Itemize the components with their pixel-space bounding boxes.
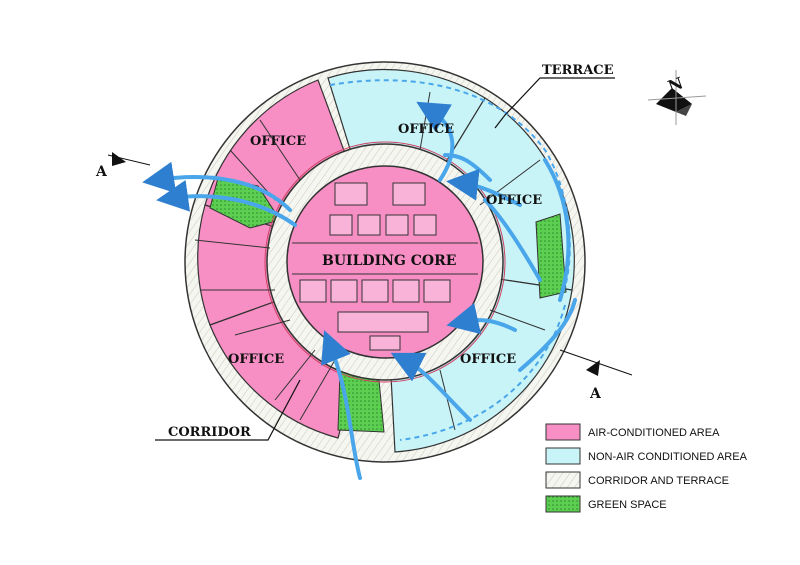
airflow-dashed [329,79,571,441]
legend-swatch [545,495,581,513]
building-core-label: BUILDING CORE [322,253,456,269]
legend-label: AIR-CONDITIONED AREA [588,427,720,439]
core-rooms [299,182,451,351]
terrace-label: TERRACE [542,63,614,78]
office-label-northwest: OFFICE [250,134,306,149]
building-core [286,165,484,359]
legend-label: GREEN SPACE [588,499,667,511]
section-mark-label: A [589,386,602,402]
legend-item: AIR-CONDITIONED AREA [545,423,720,441]
legend-item: NON-AIR CONDITIONED AREA [545,447,748,465]
legend-item: GREEN SPACE [545,495,667,513]
airflow-arrow [416,101,455,182]
airflow-arrow [321,330,362,480]
section-mark-label: A [95,164,108,180]
office-label-north: OFFICE [398,122,454,137]
section-marker-icon [112,152,126,166]
legend-swatch [545,423,581,441]
airflow-arrow [156,179,297,227]
airflow-arrow [483,198,542,282]
airflow-arrow [446,302,517,335]
north-label: N [665,73,685,96]
legend-item: CORRIDOR AND TERRACE [545,471,729,489]
office-label-southwest: OFFICE [228,352,284,367]
airflow-arrow [142,161,292,212]
legend-label: CORRIDOR AND TERRACE [588,475,729,487]
airflow-arrows [142,101,577,480]
legend-swatch [545,471,581,489]
legend-label: NON-AIR CONDITIONED AREA [588,451,748,463]
airflow-arrow [543,158,571,302]
section-marker-icon [586,360,600,376]
airflow-arrow [390,352,472,422]
office-label-southeast: OFFICE [460,352,516,367]
corridor-label: CORRIDOR [168,425,251,440]
legend: AIR-CONDITIONED AREA NON-AIR CONDITIONED… [545,423,748,513]
airflow-arrow [443,153,492,182]
office-label-east: OFFICE [486,193,542,208]
leader-lines [155,77,615,441]
legend-swatch [545,447,581,465]
north-arrow-icon [647,70,707,125]
green-space-east [535,213,567,299]
airflow-arrow [518,298,577,372]
airflow-arrow [446,168,522,207]
